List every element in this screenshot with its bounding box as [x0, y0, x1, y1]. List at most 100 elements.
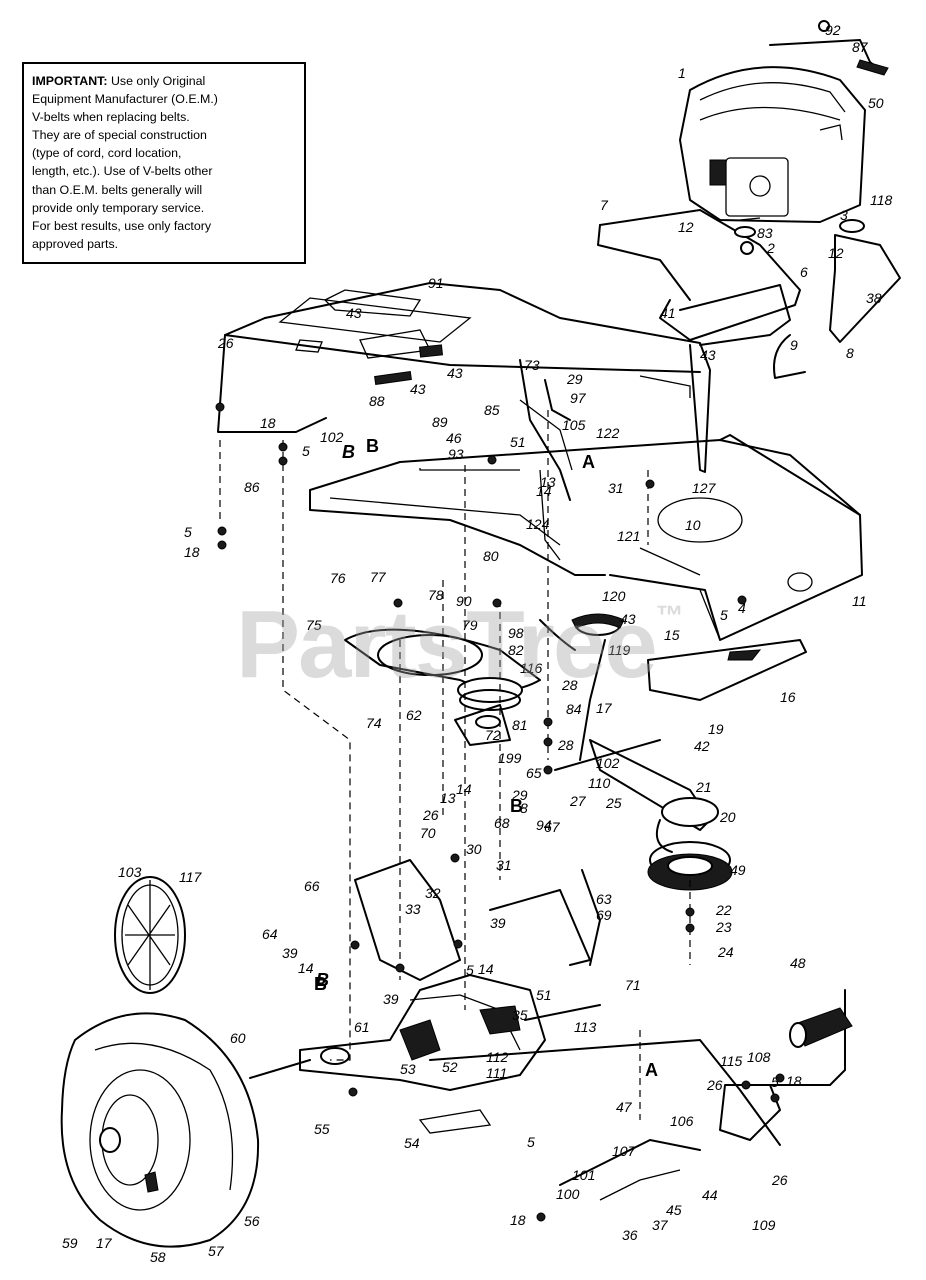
- part-number-label: B: [342, 442, 355, 462]
- part-number-label: 52: [442, 1059, 458, 1075]
- part-number-label: B: [316, 970, 329, 990]
- part-number-label: 39: [282, 945, 298, 961]
- part-number-label: 18: [510, 1212, 526, 1228]
- part-number-label: 102: [596, 755, 620, 771]
- part-number-label: 199: [498, 750, 522, 766]
- part-number-label: 115: [720, 1053, 743, 1069]
- part-number-label: 102: [320, 429, 344, 445]
- part-number-label: 18: [184, 544, 200, 560]
- part-number-label: 51: [536, 987, 552, 1003]
- part-number-label: 5: [302, 443, 310, 459]
- part-number-label: 84: [566, 701, 582, 717]
- part-number-label: 27: [569, 793, 587, 809]
- part-number-label: 39: [490, 915, 506, 931]
- part-number-label: 18: [260, 415, 276, 431]
- part-number-label: 112: [486, 1049, 509, 1065]
- part-number-label: 51: [510, 434, 526, 450]
- part-number-label: 21: [695, 779, 712, 795]
- part-number-label: 35: [512, 1007, 528, 1023]
- part-number-label: 74: [366, 715, 382, 731]
- part-number-label: 43: [620, 611, 636, 627]
- part-number-label: 26: [422, 807, 439, 823]
- part-number-label: 83: [757, 225, 773, 241]
- part-number-label: 42: [694, 738, 710, 754]
- part-number-label: 65: [526, 765, 542, 781]
- part-number-label: 75: [306, 617, 322, 633]
- part-number-label: 5: [720, 607, 728, 623]
- part-number-label: 116: [520, 660, 543, 676]
- part-number-label: 9: [790, 337, 798, 353]
- part-number-label: 57: [208, 1243, 225, 1259]
- part-number-label: 64: [262, 926, 278, 942]
- part-number-label: 28: [561, 677, 578, 693]
- part-number-label: 31: [608, 480, 624, 496]
- part-number-label: 127: [692, 480, 717, 496]
- engine-mount: [597, 209, 901, 379]
- part-number-label: 103: [118, 864, 142, 880]
- part-number-label: 61: [354, 1019, 370, 1035]
- part-number-label: 100: [556, 1186, 580, 1202]
- part-number-label: 13: [440, 790, 456, 806]
- part-number-label: 14: [536, 483, 552, 499]
- part-number-label: 6: [800, 264, 808, 280]
- part-number-label: 68: [494, 815, 510, 831]
- transaxle: [249, 859, 601, 1134]
- note-line: Equipment Manufacturer (O.E.M.): [32, 92, 218, 107]
- part-number-label: 31: [496, 857, 512, 873]
- part-number-label: 76: [330, 570, 346, 586]
- part-number-label: 55: [314, 1121, 330, 1137]
- part-number-label: 5: [184, 524, 192, 540]
- part-number-label: 47: [616, 1099, 633, 1115]
- part-number-label: 29: [511, 787, 528, 803]
- part-number-label: 8: [520, 800, 528, 816]
- part-number-label: 90: [456, 593, 472, 609]
- part-number-label: 23: [715, 919, 732, 935]
- note-line: provide only temporary service.: [32, 200, 205, 215]
- engine: [679, 20, 889, 223]
- part-number-label: 87: [852, 39, 869, 55]
- part-number-label: 4: [738, 600, 746, 616]
- part-number-label: 26: [706, 1077, 723, 1093]
- part-number-label: 118: [870, 192, 893, 208]
- note-line: For best results, use only factory: [32, 218, 212, 233]
- part-number-label: 91: [428, 275, 444, 291]
- part-number-label: 81: [512, 717, 528, 733]
- part-number-label: 110: [588, 775, 611, 791]
- part-number-label: 62: [406, 707, 422, 723]
- part-number-label: 117: [179, 869, 203, 885]
- part-number-label: 86: [244, 479, 260, 495]
- note-line: Use only Original: [110, 74, 206, 88]
- part-number-label: 85: [484, 402, 500, 418]
- part-number-label: 124: [526, 516, 550, 532]
- part-number-label: 66: [304, 878, 320, 894]
- part-number-label: 88: [369, 393, 385, 409]
- part-number-label: 101: [572, 1167, 595, 1183]
- assembly-lines: [219, 410, 691, 1120]
- part-number-label: 17: [596, 700, 613, 716]
- part-number-label: 29: [566, 371, 583, 387]
- part-number-label: 56: [244, 1213, 260, 1229]
- part-number-label: 58: [150, 1249, 166, 1265]
- note-line: They are of special construction: [32, 128, 207, 143]
- part-number-label: 14: [478, 961, 494, 977]
- part-number-label: 39: [383, 991, 399, 1007]
- part-number-label: 30: [466, 841, 482, 857]
- part-number-label: 69: [596, 907, 612, 923]
- part-number-label: 82: [508, 642, 524, 658]
- part-number-label: 67: [544, 819, 561, 835]
- part-number-label: 12: [828, 245, 844, 261]
- part-number-label: 22: [715, 902, 732, 918]
- part-number-label: 105: [562, 417, 586, 433]
- part-number-label: 45: [666, 1202, 682, 1218]
- part-number-label: 53: [400, 1061, 416, 1077]
- part-number-label: 49: [730, 862, 746, 878]
- part-number-label: 63: [596, 891, 612, 907]
- wheels: [60, 876, 260, 1248]
- hood-assembly: [217, 282, 711, 473]
- part-number-label: 119: [608, 642, 631, 658]
- part-number-label: 36: [622, 1227, 638, 1243]
- part-number-label: 43: [700, 347, 716, 363]
- part-number-label: 79: [462, 617, 478, 633]
- important-note: IMPORTANT: Use only Original Equipment M…: [22, 62, 306, 264]
